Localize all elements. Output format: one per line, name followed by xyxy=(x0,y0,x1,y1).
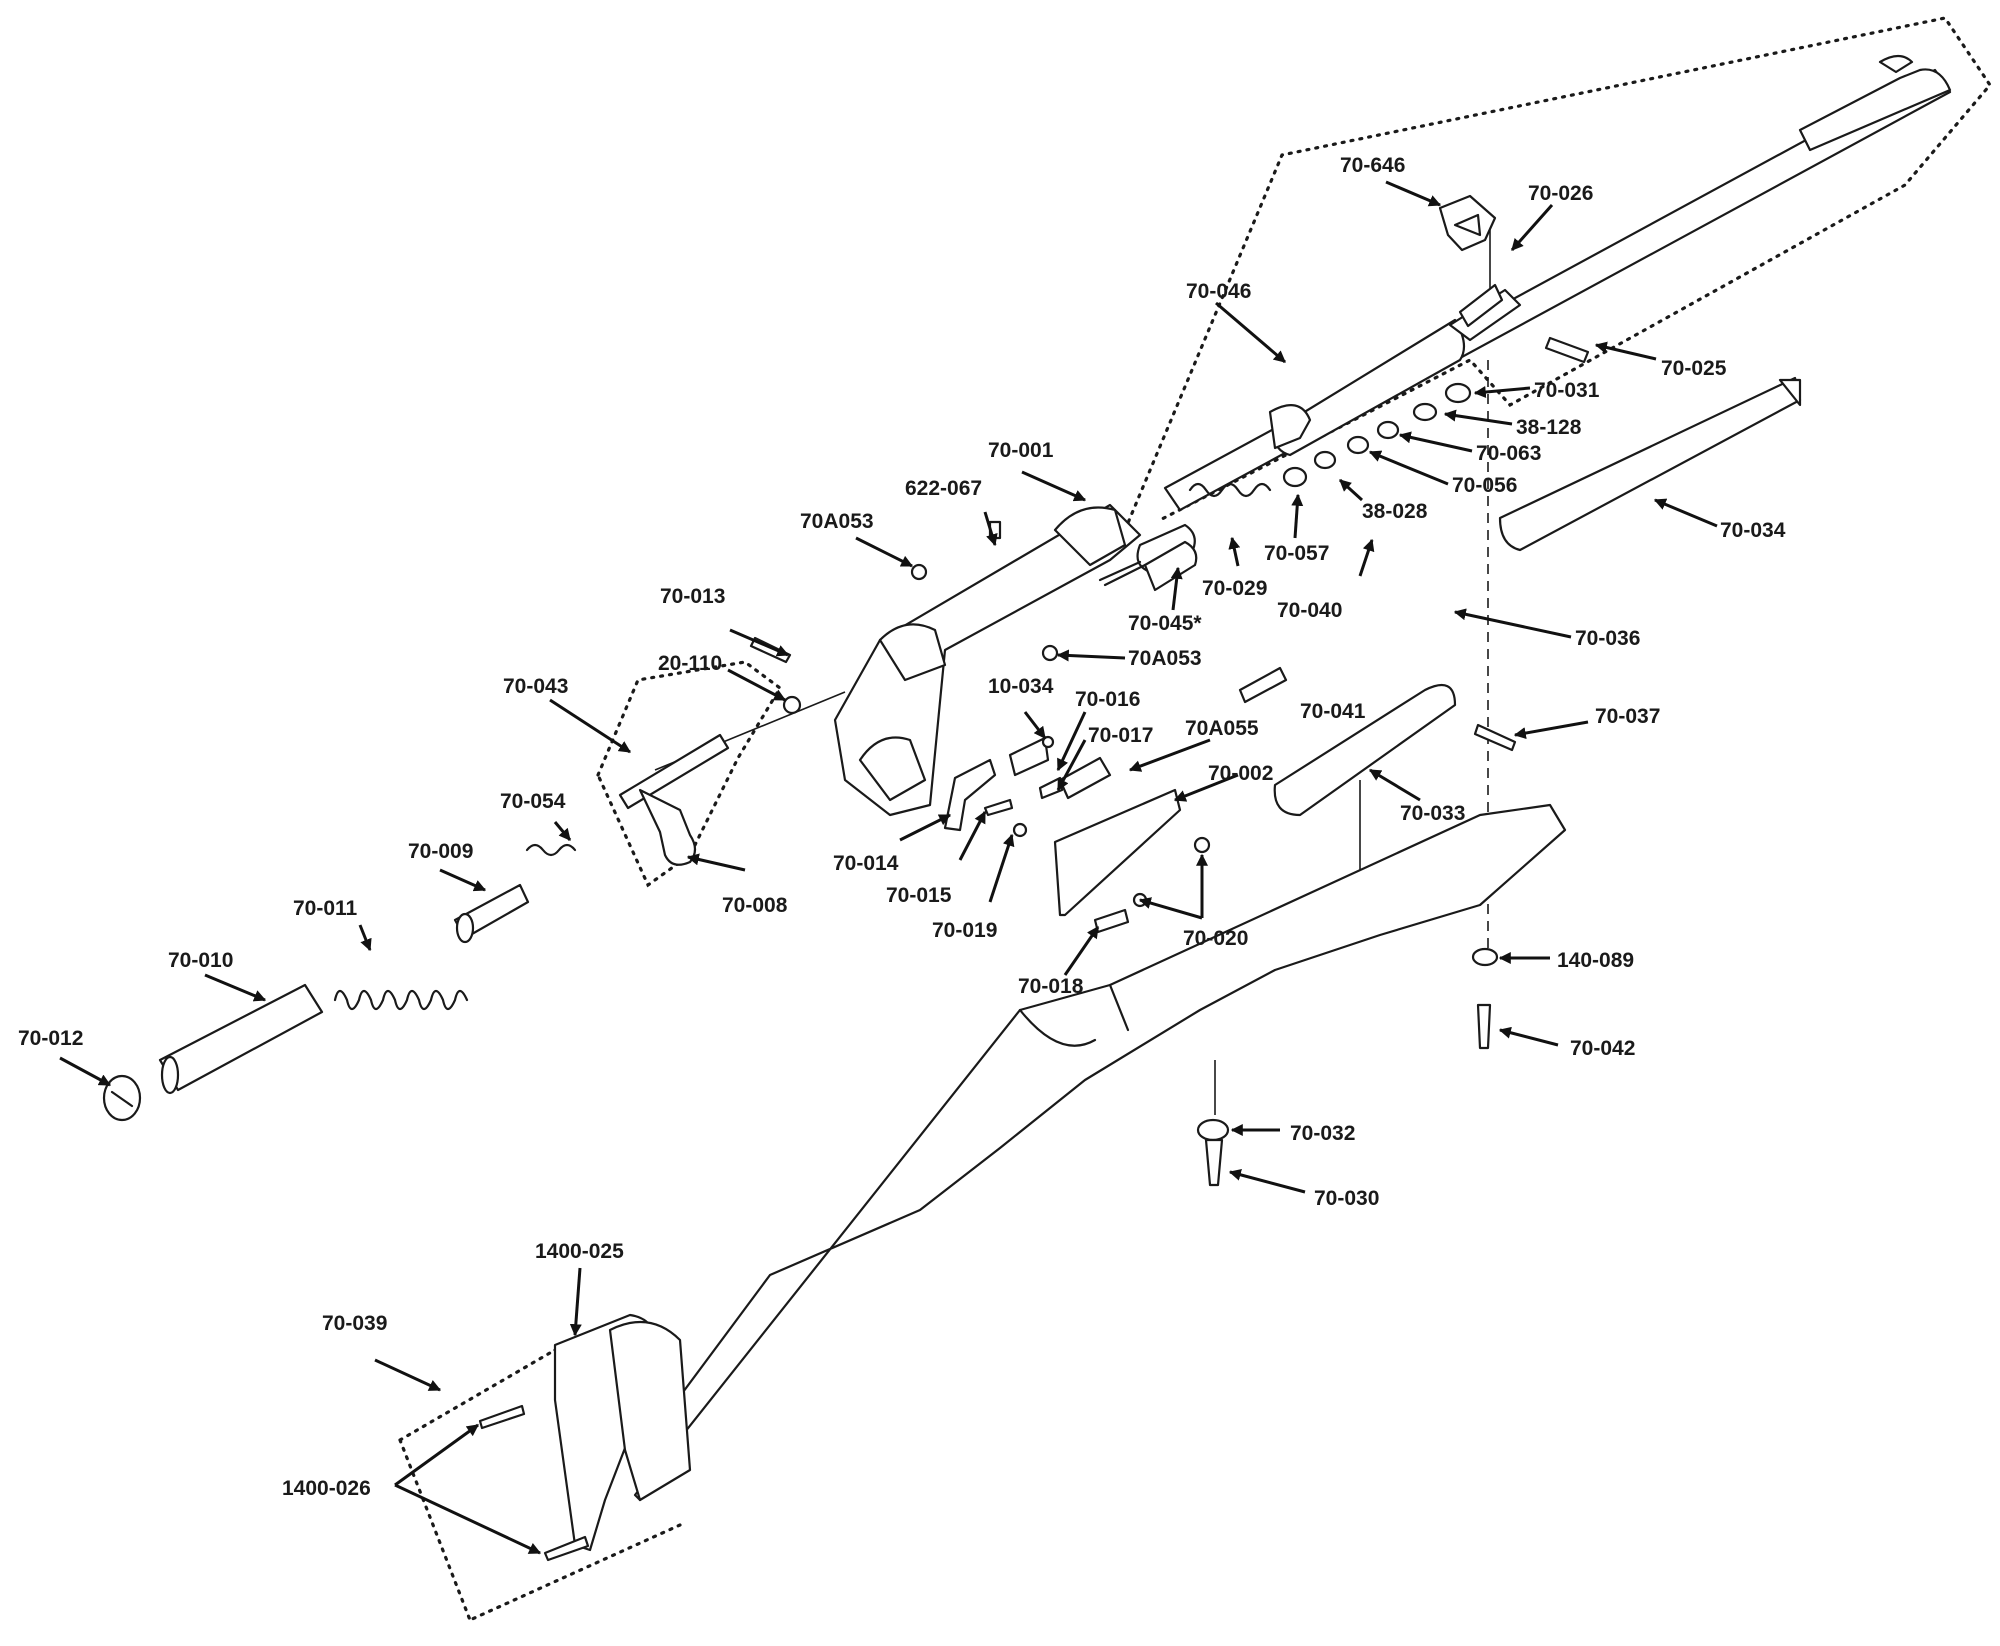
magazine-spring xyxy=(1188,482,1272,498)
tube-end-cap xyxy=(102,1074,142,1122)
callout-70-012: 70-012 xyxy=(18,1027,83,1050)
callout-622-067: 622-067 xyxy=(905,477,982,500)
callout-70-041: 70-041 xyxy=(1300,700,1366,723)
callout-70-018: 70-018 xyxy=(1018,975,1084,998)
callout-70-036: 70-036 xyxy=(1575,627,1640,650)
callout-70-002: 70-002 xyxy=(1208,762,1273,785)
callout-70-019: 70-019 xyxy=(932,919,997,942)
callout-38-028: 38-028 xyxy=(1362,500,1428,523)
follower-plug xyxy=(453,883,530,944)
callout-70-031: 70-031 xyxy=(1534,379,1600,402)
buttplate xyxy=(553,1313,692,1552)
callout-labels: 70-646 70-026 70-046 70-025 70-031 38-12… xyxy=(18,154,1786,1500)
bolt xyxy=(618,733,730,866)
lock-washer xyxy=(782,695,802,715)
callout-70-056: 70-056 xyxy=(1452,474,1517,497)
lever-pin xyxy=(1473,723,1517,752)
callout-10-034: 10-034 xyxy=(988,675,1054,698)
hammer-spring-parts xyxy=(1103,540,1198,592)
callout-140-089: 140-089 xyxy=(1557,949,1634,972)
callout-70-057: 70-057 xyxy=(1264,542,1329,565)
callout-70-037: 70-037 xyxy=(1595,705,1660,728)
callout-70-009: 70-009 xyxy=(408,840,473,863)
callout-70-026: 70-026 xyxy=(1528,182,1593,205)
callout-70-014: 70-014 xyxy=(833,852,899,875)
callout-70-011: 70-011 xyxy=(293,897,358,920)
callout-70-008: 70-008 xyxy=(722,894,788,917)
fore-end-cap xyxy=(1498,376,1802,552)
callout-70-015: 70-015 xyxy=(886,884,952,907)
side-plate-screw-bottom xyxy=(1041,644,1059,662)
callout-70-010: 70-010 xyxy=(168,949,233,972)
callout-70-017: 70-017 xyxy=(1088,724,1153,747)
callout-70-013: 70-013 xyxy=(660,585,725,608)
callout-70-029: 70-029 xyxy=(1202,577,1267,600)
callout-70-033: 70-033 xyxy=(1400,802,1465,825)
lever-screw xyxy=(1238,666,1288,704)
receiver xyxy=(833,503,1142,817)
callout-70-040: 70-040 xyxy=(1277,599,1342,622)
bolt-assembly-group-outline xyxy=(596,660,783,888)
trigger-guard xyxy=(943,758,997,832)
callout-70-020: 70-020 xyxy=(1183,927,1248,950)
magazine-spring-small xyxy=(525,843,577,857)
callout-70-054: 70-054 xyxy=(500,790,566,813)
callout-70A053-top: 70A053 xyxy=(800,510,874,533)
callout-38-128: 38-128 xyxy=(1516,416,1582,439)
trigger-plate xyxy=(1053,788,1182,917)
magazine-outer-tube xyxy=(158,983,324,1095)
callout-70-046: 70-046 xyxy=(1186,280,1251,303)
front-sight-assembly xyxy=(1438,194,1497,252)
callout-70A055: 70A055 xyxy=(1185,717,1259,740)
callout-1400-026: 1400-026 xyxy=(282,1477,371,1500)
barrel-assembly xyxy=(1163,54,1952,512)
callout-70-016: 70-016 xyxy=(1075,688,1140,711)
magazine-tube-parts xyxy=(1282,382,1472,488)
stock xyxy=(633,803,1567,1502)
callout-70-025: 70-025 xyxy=(1661,357,1727,380)
lever xyxy=(1273,683,1457,817)
callout-20-110: 20-110 xyxy=(658,652,722,675)
callout-70-042: 70-042 xyxy=(1570,1037,1635,1060)
leader-lines xyxy=(59,180,1718,1555)
callout-70-001: 70-001 xyxy=(988,439,1054,462)
callout-70-032: 70-032 xyxy=(1290,1122,1355,1145)
buttplate-screws xyxy=(478,1404,590,1562)
trigger-parts xyxy=(1008,735,1112,800)
callout-70-034: 70-034 xyxy=(1720,519,1786,542)
stock-screws-and-washers xyxy=(1196,947,1499,1187)
callout-1400-025: 1400-025 xyxy=(535,1240,624,1263)
side-plate-screw-top xyxy=(910,563,928,581)
callout-70-646: 70-646 xyxy=(1340,154,1405,177)
sight-screw xyxy=(1544,336,1590,364)
callout-70-030: 70-030 xyxy=(1314,1187,1379,1210)
rear-sight xyxy=(1448,283,1522,342)
callout-70-045: 70-045* xyxy=(1128,612,1202,635)
callout-70A053-bottom: 70A053 xyxy=(1128,647,1202,670)
main-spring xyxy=(333,989,469,1011)
callout-70-043: 70-043 xyxy=(503,675,568,698)
callout-70-063: 70-063 xyxy=(1476,442,1541,465)
callout-70-039: 70-039 xyxy=(322,1312,387,1335)
buttplate-group-outline xyxy=(398,1343,682,1622)
